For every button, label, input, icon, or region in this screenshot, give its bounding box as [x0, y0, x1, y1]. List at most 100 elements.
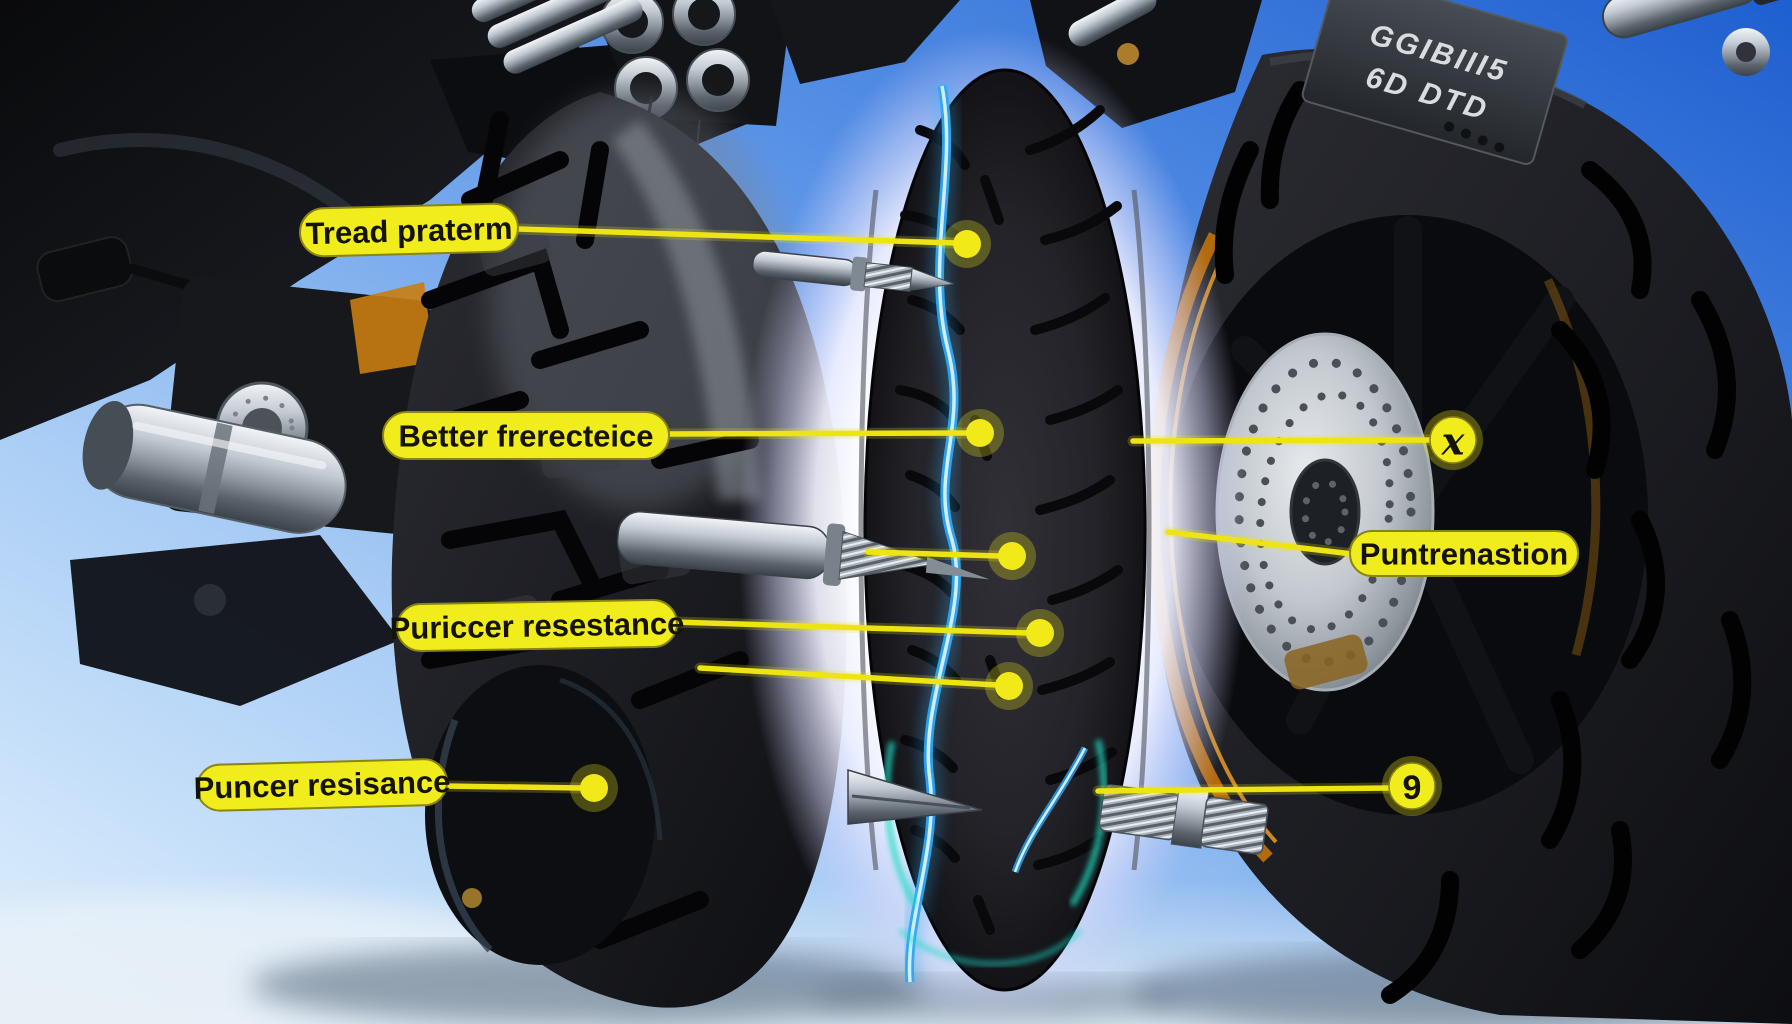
plate-rivets	[1444, 121, 1505, 153]
rivet	[1477, 135, 1488, 146]
linkage-chrome	[1068, 0, 1157, 47]
nail-threads	[863, 262, 913, 292]
groove	[1035, 475, 1115, 515]
callout-puncture-resistance-1: Puriccer resestance	[389, 598, 685, 653]
leader-ribbon-badge	[1130, 437, 1435, 444]
badge-nine: 9	[1382, 756, 1442, 816]
swingarm-bolt	[194, 584, 226, 616]
badge-circle	[1388, 762, 1436, 810]
hub-gold-detail	[462, 888, 482, 908]
rivet	[1494, 142, 1505, 153]
hub-bolts	[1301, 478, 1349, 546]
leader-better-reference	[665, 430, 971, 437]
exhaust-bore	[702, 64, 734, 96]
rear-axle-chrome	[1601, 0, 1789, 39]
brake-caliper	[1284, 634, 1368, 690]
leader-core-layer	[440, 226, 1435, 794]
leader-mid-nail	[865, 549, 1003, 559]
groove	[531, 321, 649, 369]
groove	[1621, 511, 1665, 669]
badge-ribbon: x	[1423, 410, 1483, 470]
leader-penetration	[1165, 529, 1355, 557]
rivet	[1444, 121, 1455, 132]
linkage-gold-bolt	[1117, 43, 1139, 65]
leader-puncture-2	[440, 783, 585, 791]
disc-hub	[1289, 458, 1361, 566]
groove	[651, 431, 759, 469]
muffler	[82, 401, 347, 534]
mirror-housing	[36, 236, 133, 303]
spike-seam	[851, 794, 971, 810]
groove	[1711, 611, 1752, 769]
engine-bolts	[229, 395, 295, 461]
nail-bottom-left	[847, 768, 983, 825]
plate-board	[1301, 0, 1568, 166]
callout-label: Puriccer resestance	[389, 606, 684, 646]
groove	[1025, 105, 1105, 155]
disc-holes-inner	[1256, 390, 1394, 634]
center-tire	[858, 68, 1152, 992]
center-tire-body	[863, 68, 1147, 992]
teal-edge-glow-left	[883, 741, 918, 907]
leader-nine-badge	[1095, 785, 1395, 794]
callout-pill	[299, 202, 519, 258]
hub-reflection	[434, 718, 493, 953]
marker-dot-puncture-a	[1026, 619, 1054, 647]
license-plate: GGIBIII5 6D DTD	[1301, 0, 1568, 166]
chrome-pipe	[471, 0, 611, 23]
groove	[441, 509, 599, 589]
groove	[591, 891, 709, 949]
left-wheel-hub	[425, 665, 655, 965]
motorcycle-body	[0, 0, 960, 706]
right-tread-grooves	[1214, 81, 1752, 1004]
groove	[1040, 201, 1122, 245]
leader-tread-pattern	[515, 226, 958, 246]
groove	[1691, 291, 1736, 459]
nail-needle-tip	[925, 556, 990, 580]
groove	[1033, 834, 1103, 870]
orange-frame-glimpse	[350, 282, 434, 374]
spike-cone	[847, 768, 983, 825]
hub-reflection	[559, 677, 663, 841]
glow-core	[907, 85, 959, 983]
glow-branch-core	[1013, 747, 1087, 873]
groove	[1260, 81, 1309, 209]
marker-dot-tread	[953, 230, 981, 258]
dot-core-layer	[580, 230, 1054, 802]
marker-dots	[570, 220, 1064, 812]
side-mirror	[36, 236, 202, 303]
groove	[973, 895, 995, 935]
marker-dot-reference	[966, 419, 994, 447]
leader-lines	[437, 223, 1438, 797]
brake-disc	[1215, 332, 1435, 692]
callout-pill	[396, 598, 678, 653]
callout-label: Better frerecteice	[398, 419, 653, 454]
swingarm-lower	[70, 535, 400, 706]
groove	[1045, 747, 1117, 785]
callout-tread-pattern: Tread praterm	[299, 202, 519, 258]
marker-dot-puncture-2	[580, 774, 608, 802]
groove	[1214, 141, 1259, 284]
spoke	[1394, 286, 1574, 529]
bolt-threads-right	[1200, 796, 1269, 855]
callout-pill	[196, 758, 448, 812]
linkage-rod	[1068, 0, 1157, 47]
undertail-panel	[770, 0, 960, 84]
groove	[980, 175, 1004, 225]
groove	[1045, 385, 1123, 425]
callout-pill	[1349, 530, 1579, 577]
groove	[1541, 691, 1582, 849]
left-tire-edge-highlight	[612, 120, 760, 500]
callout-label: Puntrenastion	[1360, 537, 1568, 572]
blue-grip-line	[883, 83, 1107, 983]
callout-label: Puncer resisance	[193, 764, 451, 806]
axle-cylinder	[1601, 0, 1760, 39]
groove	[1030, 293, 1110, 335]
axle-nut-center	[1736, 42, 1756, 62]
rivet	[1460, 128, 1471, 139]
nail-tip-icon	[909, 267, 954, 291]
callouts: Tread praterm Better frerecteice Puricce…	[193, 202, 1579, 812]
callout-label: Tread praterm	[305, 211, 513, 251]
